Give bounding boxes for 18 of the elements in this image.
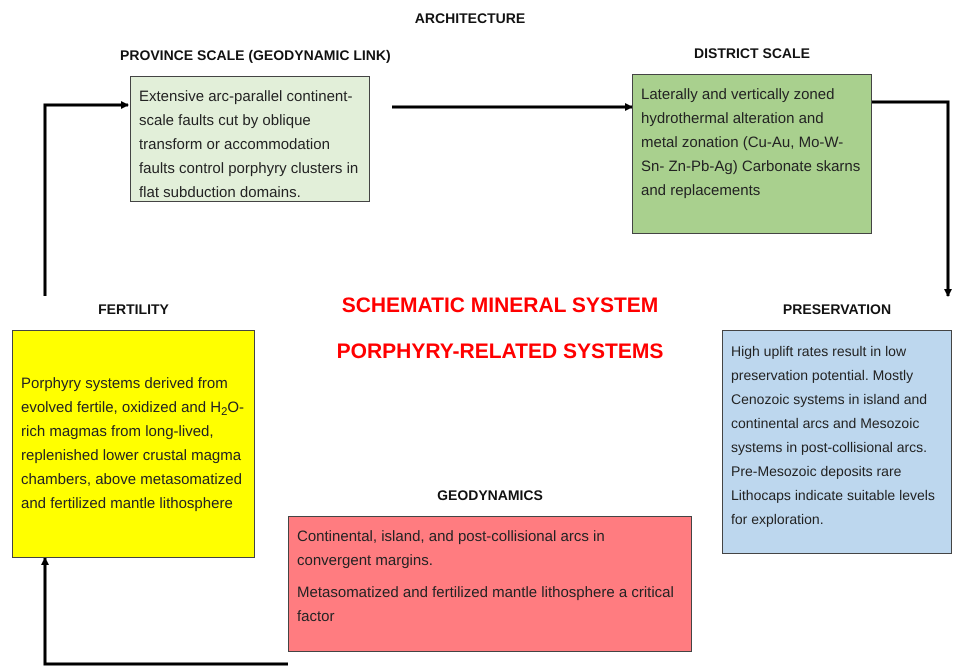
box-text: Laterally and vertically zoned hydrothermal alteration and metal zonation (Cu-Au, Mo-W-Sn- Zn-Pb-Ag) Carbonate skarns and replacements	[641, 85, 862, 201]
section-heading: DISTRICT SCALE	[694, 44, 810, 63]
section-heading: ARCHITECTURE	[414, 9, 526, 28]
box-text: Porphyry systems derived from evolved fertile, oxidized and H$_{2}$O-rich magmas from long-lived, replenished lower crustal magma chambers, above metasomatized and fertilized mantle lithosphere	[21, 374, 246, 514]
arrow	[872, 100, 952, 297]
section-heading: PROVINCE SCALE (GEODYNAMIC LINK)	[120, 46, 391, 65]
section-heading: FERTILITY	[98, 300, 169, 319]
diagram-title: SCHEMATIC MINERAL SYSTEM	[340, 293, 660, 319]
box-text: High uplift rates result in low preservation potential. Mostly Cenozoic systems in island and continental arcs and Mesozoic systems in post-collisional arcs. Pre-Mesozoic deposits rare Lithocaps indicate suitable levels for exploration.	[731, 342, 936, 529]
diagram-subtitle: PORPHYRY-RELATED SYSTEMS	[336, 339, 664, 365]
box-text: Continental, island, and post-collisional arcs in convergent margins.	[297, 527, 606, 571]
section-heading: GEODYNAMICS	[437, 486, 543, 505]
box-text: Extensive arc-parallel continent-scale faults cut by oblique transform or accommodation faults control porphyry clusters in flat subduction domains.	[139, 87, 360, 203]
section-heading: PRESERVATION	[782, 300, 892, 319]
box-text: Metasomatized and fertilized mantle lithosphere a critical factor	[297, 583, 675, 627]
arrow	[392, 103, 633, 111]
arrow	[44, 101, 129, 296]
arrow	[41, 557, 288, 666]
